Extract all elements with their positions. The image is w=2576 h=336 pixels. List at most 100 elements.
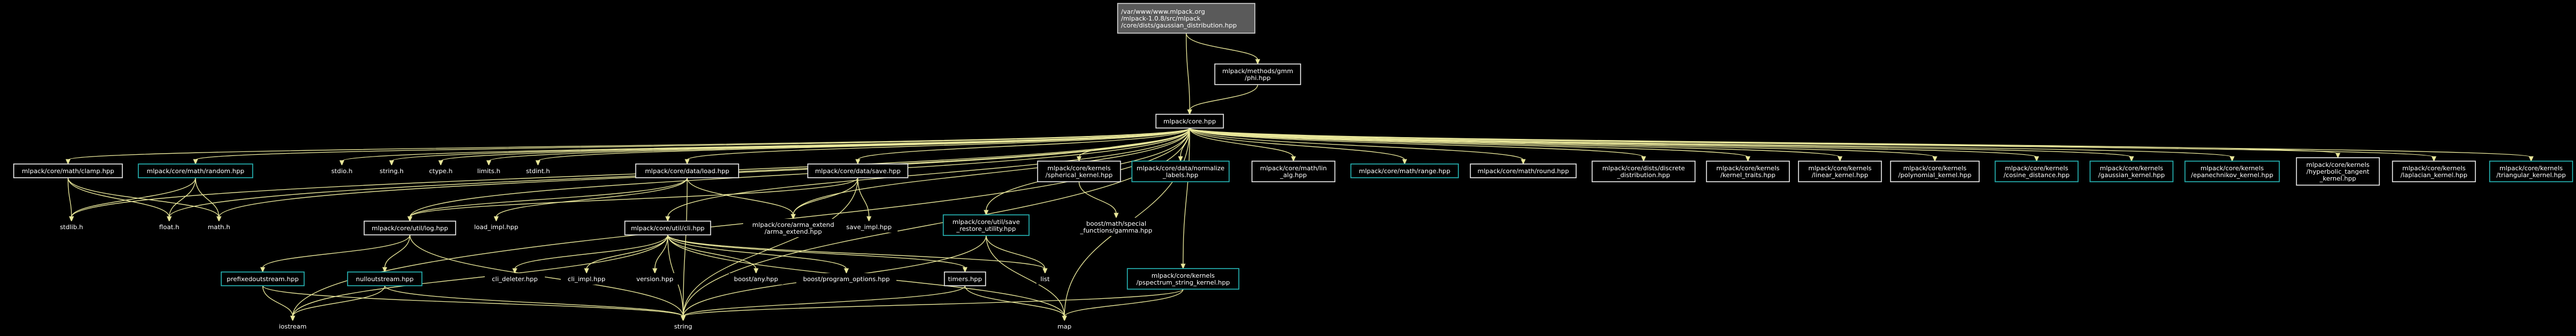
node-label: /polynomial_kernel.hpp xyxy=(1898,171,1971,179)
edge-core-to-cli xyxy=(665,127,1190,222)
node-label: stdio.h xyxy=(331,167,352,175)
edge-line xyxy=(586,234,668,270)
node-label: iostream xyxy=(279,323,306,330)
node-prefixed[interactable]: prefixedoutstream.hpp xyxy=(221,271,305,286)
edge-line xyxy=(683,289,1184,317)
edge-nulloutstream-to-iostream xyxy=(290,285,385,322)
node-gaussian-kernel[interactable]: mlpack/core/kernels/gaussian_kernel.hpp xyxy=(2089,161,2174,182)
node-label: /phi.hpp xyxy=(1245,74,1270,82)
node-box xyxy=(1470,163,1577,178)
node-save[interactable]: mlpack/core/data/save.hpp xyxy=(807,163,908,178)
node-random[interactable]: mlpack/core/math/random.hpp xyxy=(138,163,253,178)
edge-core-to-pspectrum xyxy=(1181,127,1190,270)
edge-line xyxy=(391,127,1190,162)
node-box xyxy=(1251,161,1335,182)
edge-core-to-round xyxy=(1189,127,1526,165)
edge-prefixed-to-string xyxy=(262,285,686,322)
node-label: mlpack/core/data/save.hpp xyxy=(815,167,901,175)
node-polynomial[interactable]: mlpack/core/kernels/polynomial_kernel.hp… xyxy=(1890,161,1980,182)
node-label: /core/dists/gaussian_distribution.hpp xyxy=(1121,22,1237,29)
node-kernel-traits[interactable]: mlpack/core/kernels/kernel_traits.hpp xyxy=(1706,161,1790,182)
node-label: mlpack/core/math/range.hpp xyxy=(1359,167,1450,175)
edge-arrowhead xyxy=(382,267,388,273)
node-cli[interactable]: mlpack/core/util/cli.hpp xyxy=(624,221,711,235)
edge-arrowhead xyxy=(2431,156,2437,162)
node-epanechnikov[interactable]: mlpack/core/kernels/epanechnikov_kernel.… xyxy=(2184,161,2280,182)
node-save-restore[interactable]: mlpack/core/util/save_restore_utility.hp… xyxy=(943,214,1030,236)
edge-line xyxy=(67,177,170,218)
node-arma-extend: mlpack/core/arma_extend/arma_extend.hpp xyxy=(743,219,843,237)
node-box xyxy=(561,273,612,285)
node-laplacian[interactable]: mlpack/core/kernels/laplacian_kernel.hpp xyxy=(2392,161,2476,182)
edge-line xyxy=(667,234,966,269)
node-box xyxy=(2184,161,2280,182)
node-label: /linear_kernel.hpp xyxy=(1812,171,1868,179)
edge-arrowhead xyxy=(2335,153,2340,159)
node-boost-any: boost/any.hpp xyxy=(729,273,783,285)
edge-arrowhead xyxy=(1745,156,1750,162)
node-label: timers.hpp xyxy=(948,275,982,283)
edge-cli-to-program_options xyxy=(667,234,849,274)
node-log-hpp[interactable]: mlpack/core/util/log.hpp xyxy=(364,221,456,235)
node-pspectrum[interactable]: mlpack/core/kernels/pspectrum_string_ker… xyxy=(1127,268,1239,290)
edge-random-to-float xyxy=(166,177,196,222)
node-box xyxy=(1131,161,1230,182)
node-label: mlpack/core/kernels xyxy=(1151,272,1215,279)
node-box xyxy=(1706,161,1790,182)
node-label: mlpack/core/math/round.hpp xyxy=(1478,167,1569,175)
node-label: stdint.h xyxy=(526,167,550,175)
node-label: boost/program_options.hpp xyxy=(803,275,890,283)
node-label: _distribution.hpp xyxy=(1617,171,1670,179)
node-nulloutstream[interactable]: nulloutstream.hpp xyxy=(347,271,422,286)
edge-line xyxy=(409,177,688,218)
edge-arrowhead xyxy=(535,160,541,166)
node-box xyxy=(1037,161,1121,182)
edge-line xyxy=(1064,289,1184,317)
node-spherical[interactable]: mlpack/core/kernels/spherical_kernel.hpp xyxy=(1037,161,1121,182)
node-box xyxy=(470,221,523,233)
edge-arrowhead xyxy=(339,160,345,166)
node-box xyxy=(1075,218,1158,236)
node-string-h: string.h xyxy=(374,165,409,177)
node-float: float.h xyxy=(153,221,185,233)
node-box xyxy=(425,165,457,177)
edge-save-to-save_impl xyxy=(857,177,872,222)
edge-arrowhead xyxy=(665,216,671,222)
edge-arrowhead xyxy=(407,216,413,222)
node-gmm-phi[interactable]: mlpack/methods/gmm/phi.hpp xyxy=(1214,63,1301,85)
edge-line xyxy=(1189,127,2037,158)
edge-save-to-arma_extend xyxy=(791,177,859,220)
node-label: mlpack/core/math/random.hpp xyxy=(147,167,245,175)
node-normalize[interactable]: mlpack/core/data/normalize_labels.hpp xyxy=(1131,161,1230,182)
node-cosine[interactable]: mlpack/core/kernels/cosine_distance.hpp xyxy=(1995,161,2079,182)
edge-arrowhead xyxy=(65,159,71,165)
edge-core-to-kernel_traits xyxy=(1189,127,1750,162)
node-box xyxy=(840,221,898,233)
node-linear-kernel[interactable]: mlpack/core/kernels/linear_kernel.hpp xyxy=(1798,161,1882,182)
edge-arrowhead xyxy=(389,160,394,166)
node-label: _functions/gamma.hpp xyxy=(1079,227,1152,234)
edge-core-to-discrete xyxy=(1189,127,1646,162)
node-root[interactable]: /var/www/www.mlpack.org/mlpack-1.0.8/src… xyxy=(1117,3,1255,34)
node-timers[interactable]: timers.hpp xyxy=(944,271,986,286)
node-lin-alg[interactable]: mlpack/core/math/lin_alg.hpp xyxy=(1251,161,1335,182)
node-hyperbolic[interactable]: mlpack/core/kernels/hyperbolic_tangent_k… xyxy=(2296,157,2380,186)
edge-line xyxy=(654,234,668,270)
node-iostream: iostream xyxy=(273,321,312,332)
node-range[interactable]: mlpack/core/math/range.hpp xyxy=(1350,163,1459,178)
edge-arrowhead xyxy=(2529,156,2534,162)
edge-line xyxy=(1189,127,2132,158)
node-box xyxy=(1036,273,1054,285)
edge-arrowhead xyxy=(1402,159,1407,165)
node-box xyxy=(364,221,456,235)
node-core[interactable]: mlpack/core.hpp xyxy=(1155,114,1224,129)
node-box xyxy=(326,165,358,177)
node-load[interactable]: mlpack/core/data/load.hpp xyxy=(635,163,739,178)
node-triangular[interactable]: mlpack/core/kernels/triangular_kernel.hp… xyxy=(2489,161,2573,182)
node-round[interactable]: mlpack/core/math/round.hpp xyxy=(1470,163,1577,178)
node-label: /mlpack-1.0.8/src/mlpack xyxy=(1121,15,1201,22)
node-clamp[interactable]: mlpack/core/math/clamp.hpp xyxy=(13,163,123,178)
node-discrete[interactable]: mlpack/core/dists/discrete_distribution.… xyxy=(1592,161,1696,182)
node-box xyxy=(1127,268,1239,290)
